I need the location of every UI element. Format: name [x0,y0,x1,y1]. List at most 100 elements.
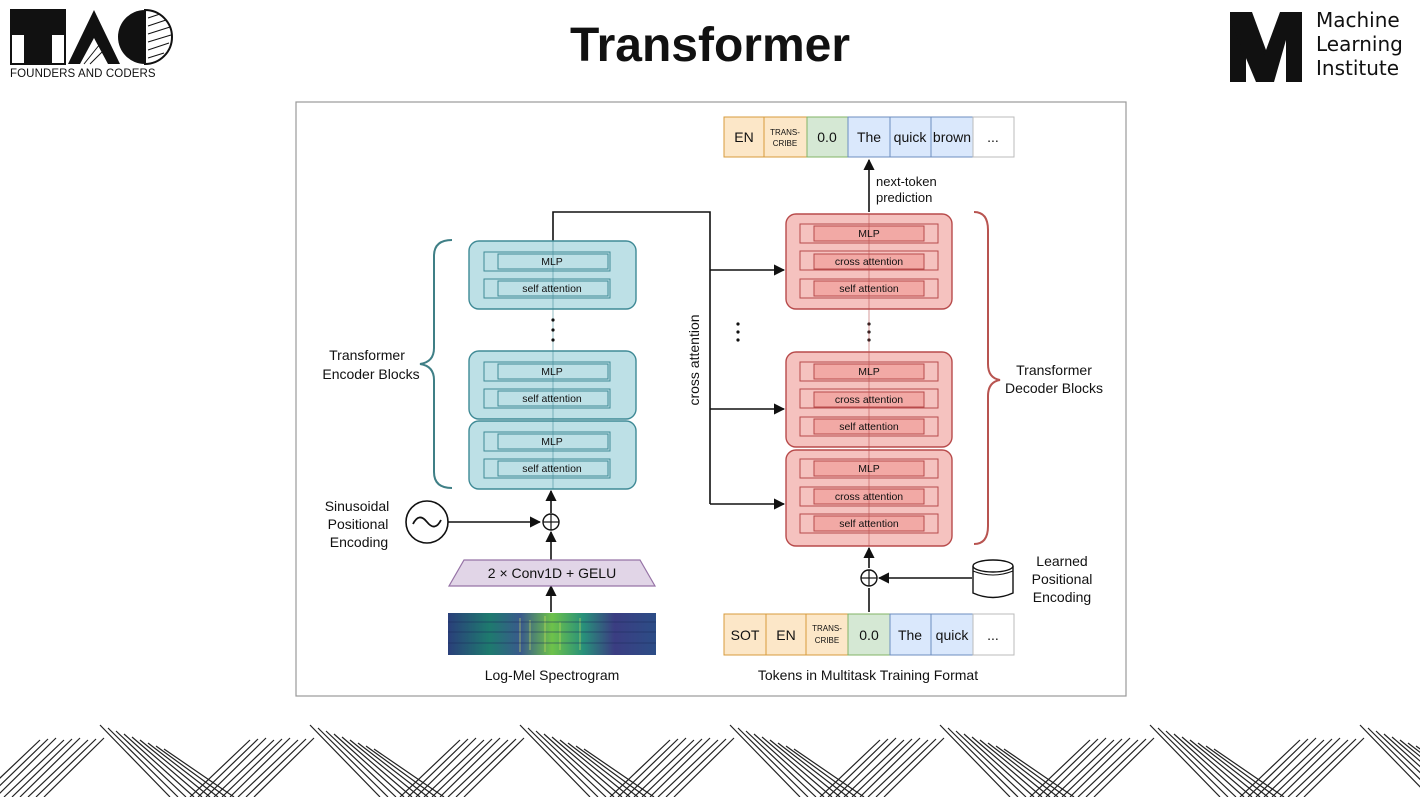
machine-learning-institute-logo [1230,12,1302,82]
hatch-line [349,739,421,797]
hatch-line [253,737,315,797]
hatch-line [769,739,841,797]
output-token-row [723,116,1015,158]
encoder-block-bottom [468,420,637,490]
hatch-line [745,730,817,797]
hatch-line [649,737,711,797]
hatch-line [1149,724,1221,797]
cross-attention-vertical-label: cross attention [686,314,702,405]
output-token-quick: quick [894,129,928,145]
decoder-bottom-mlp: MLP [858,463,880,475]
encoder-brace [419,239,453,489]
decoder-label-line-1: Transformer [1016,362,1092,378]
hatch-line [761,736,833,797]
hatch-line [463,737,525,797]
machine-learning-institute-text: Machine Learning Institute [1316,8,1403,80]
input-token-the: The [898,627,922,643]
encoder-block-mid [468,350,637,420]
hatch-line [1173,733,1245,797]
output-token-ellipsis: ... [987,129,999,145]
hatch-line [115,730,187,797]
hatch-line [107,727,179,797]
hatch-line [341,736,413,797]
hatch-line [357,742,429,797]
hatch-line [1197,742,1269,797]
hatch-line [131,736,203,797]
hatch-line [979,739,1051,797]
hatch-line [205,737,267,797]
hatch-line [625,737,687,797]
hatch-line [1383,733,1420,768]
hatch-line [1367,727,1420,781]
hatch-line [851,738,913,797]
hatch-line [1399,739,1420,758]
hatch-line [617,738,679,797]
hatch-line [955,730,1027,797]
output-token-transcribe: TRANS-CRIBE [770,128,800,148]
hatch-line [827,738,889,797]
encoder-label-line-1: Transformer [329,347,405,363]
hatch-line [1029,739,1091,797]
conv-label: 2 × Conv1D + GELU [488,565,616,581]
hatch-line [123,733,195,797]
hatch-line [843,739,905,797]
decoder-bottom-self-attention: self attention [839,518,899,530]
diagram-frame [295,101,1127,697]
hatch-line [551,736,623,797]
encoder-bottom-self-attention: self attention [522,463,582,475]
hatch-line [407,738,469,797]
hatch-line [1077,739,1139,797]
hatch-line [19,737,81,797]
encoder-output-line [552,211,711,504]
hatch-line [309,724,381,797]
learned-label-line-1: Learned [1036,553,1087,569]
hatch-line [455,738,517,797]
hatch-line [1069,737,1131,797]
hatch-line [99,724,171,797]
sinusoidal-label-line-2: Positional [328,516,389,532]
mli-line-2: Learning [1316,32,1403,56]
encoder-top-mlp: MLP [541,256,563,268]
decoder-top-mlp: MLP [858,228,880,240]
input-token-sot: SOT [731,627,760,643]
hatch-line [1165,730,1237,797]
hatch-line [3,739,65,797]
hatch-line [543,733,615,797]
hatch-line [1045,737,1107,797]
hatch-line [431,738,493,797]
hatch-line [519,724,591,797]
hatch-line [559,739,631,797]
learned-encoding-icon [972,559,1014,599]
sinusoidal-label-line-1: Sinusoidal [325,498,390,514]
hatch-line [673,737,735,797]
bottom-hatch-decoration [0,724,1420,797]
hatch-line [1037,738,1099,797]
hatch-line [139,739,211,797]
hatch-line [1239,739,1301,797]
input-token-row [723,613,1015,656]
conv-block [447,559,657,587]
hatch-line [11,738,73,797]
hatch-line [1093,737,1155,797]
sinusoidal-label-line-3: Encoding [330,534,388,550]
next-token-label-line-2: prediction [876,190,932,205]
add-decoder-icon [860,569,878,587]
hatch-line [317,727,389,797]
input-token-00: 0.0 [859,627,879,643]
encoder-mid-mlp: MLP [541,366,563,378]
encoder-top-self-attention: self attention [522,283,582,295]
hatch-line [27,739,89,797]
hatch-line [399,739,461,797]
sinusoid-icon [405,500,449,544]
hatch-line [0,737,57,794]
hatch-line [665,738,727,797]
hatch-line [819,739,881,797]
encoder-block-top [468,240,637,310]
hatch-line [947,727,1019,797]
output-token-00: 0.0 [817,129,837,145]
hatch-line [527,727,599,797]
hatch-line [1189,739,1261,797]
add-encoder-icon [542,513,560,531]
hatch-line [883,737,945,797]
next-token-label-line-1: next-token [876,174,937,189]
